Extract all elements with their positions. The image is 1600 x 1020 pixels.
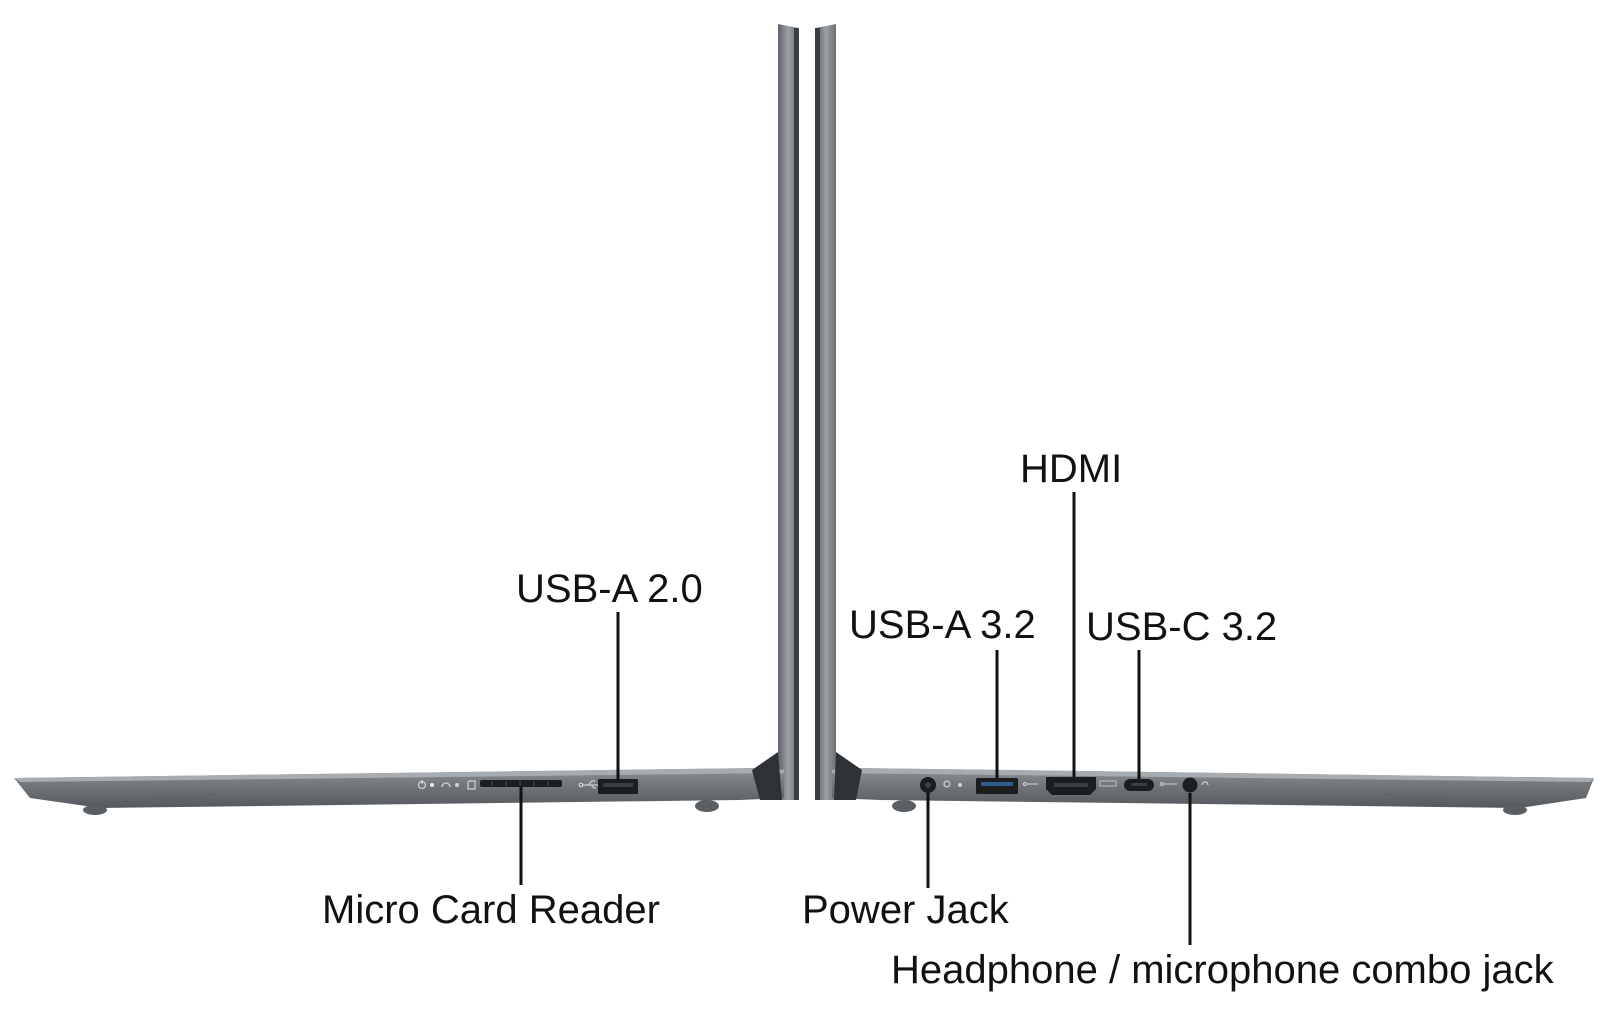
right-base-top-edge	[832, 768, 1594, 782]
headphone-jack-port	[1182, 777, 1198, 793]
power-led	[430, 783, 434, 787]
status-led	[455, 783, 459, 787]
hdmi-port-pins	[1054, 783, 1088, 787]
label-usb-c-32: USB-C 3.2	[1086, 605, 1278, 649]
right-laptop	[815, 24, 1594, 815]
left-speaker-grille	[154, 794, 221, 797]
label-headphone-jack: Headphone / microphone combo jack	[891, 948, 1554, 992]
left-base-top-edge	[14, 768, 784, 782]
micro-card-reader-slot	[480, 780, 562, 787]
left-lid-bezel	[794, 28, 799, 800]
left-hinge	[752, 752, 782, 800]
power-icon	[417, 780, 427, 790]
right-speaker-grille	[1379, 794, 1446, 797]
left-foot-rear	[695, 800, 719, 812]
sd-card-icon	[467, 780, 476, 790]
charge-led	[958, 783, 962, 787]
power-jack-pin	[925, 782, 931, 788]
right-foot-front	[1503, 805, 1527, 815]
right-hinge	[834, 752, 862, 800]
usb-c-icon	[1160, 782, 1177, 786]
label-power-jack: Power Jack	[802, 888, 1009, 932]
label-usb-a-32: USB-A 3.2	[849, 603, 1036, 647]
right-foot-rear	[892, 800, 916, 812]
usb-icon	[578, 780, 598, 789]
right-lid	[816, 24, 836, 800]
card-reader-slot-ridges	[491, 781, 549, 786]
left-laptop	[14, 24, 799, 815]
label-micro-card-reader: Micro Card Reader	[322, 888, 660, 932]
label-hdmi: HDMI	[1020, 447, 1123, 491]
left-foot-front	[83, 805, 107, 815]
usb-icon	[1023, 782, 1038, 786]
label-usb-a-20: USB-A 2.0	[516, 567, 703, 611]
hdmi-icon	[1099, 780, 1117, 787]
power-connector-icon	[943, 780, 951, 788]
microphone-icon	[1201, 781, 1209, 786]
callout-lines	[519, 492, 1192, 945]
headphone-icon	[441, 782, 451, 788]
usb-a-32-port-tongue	[981, 782, 1013, 786]
right-lid-bezel	[815, 28, 820, 800]
usb-c-port-tongue	[1131, 783, 1147, 786]
usb-a-20-port-tongue	[603, 783, 633, 787]
left-lid	[778, 24, 798, 800]
